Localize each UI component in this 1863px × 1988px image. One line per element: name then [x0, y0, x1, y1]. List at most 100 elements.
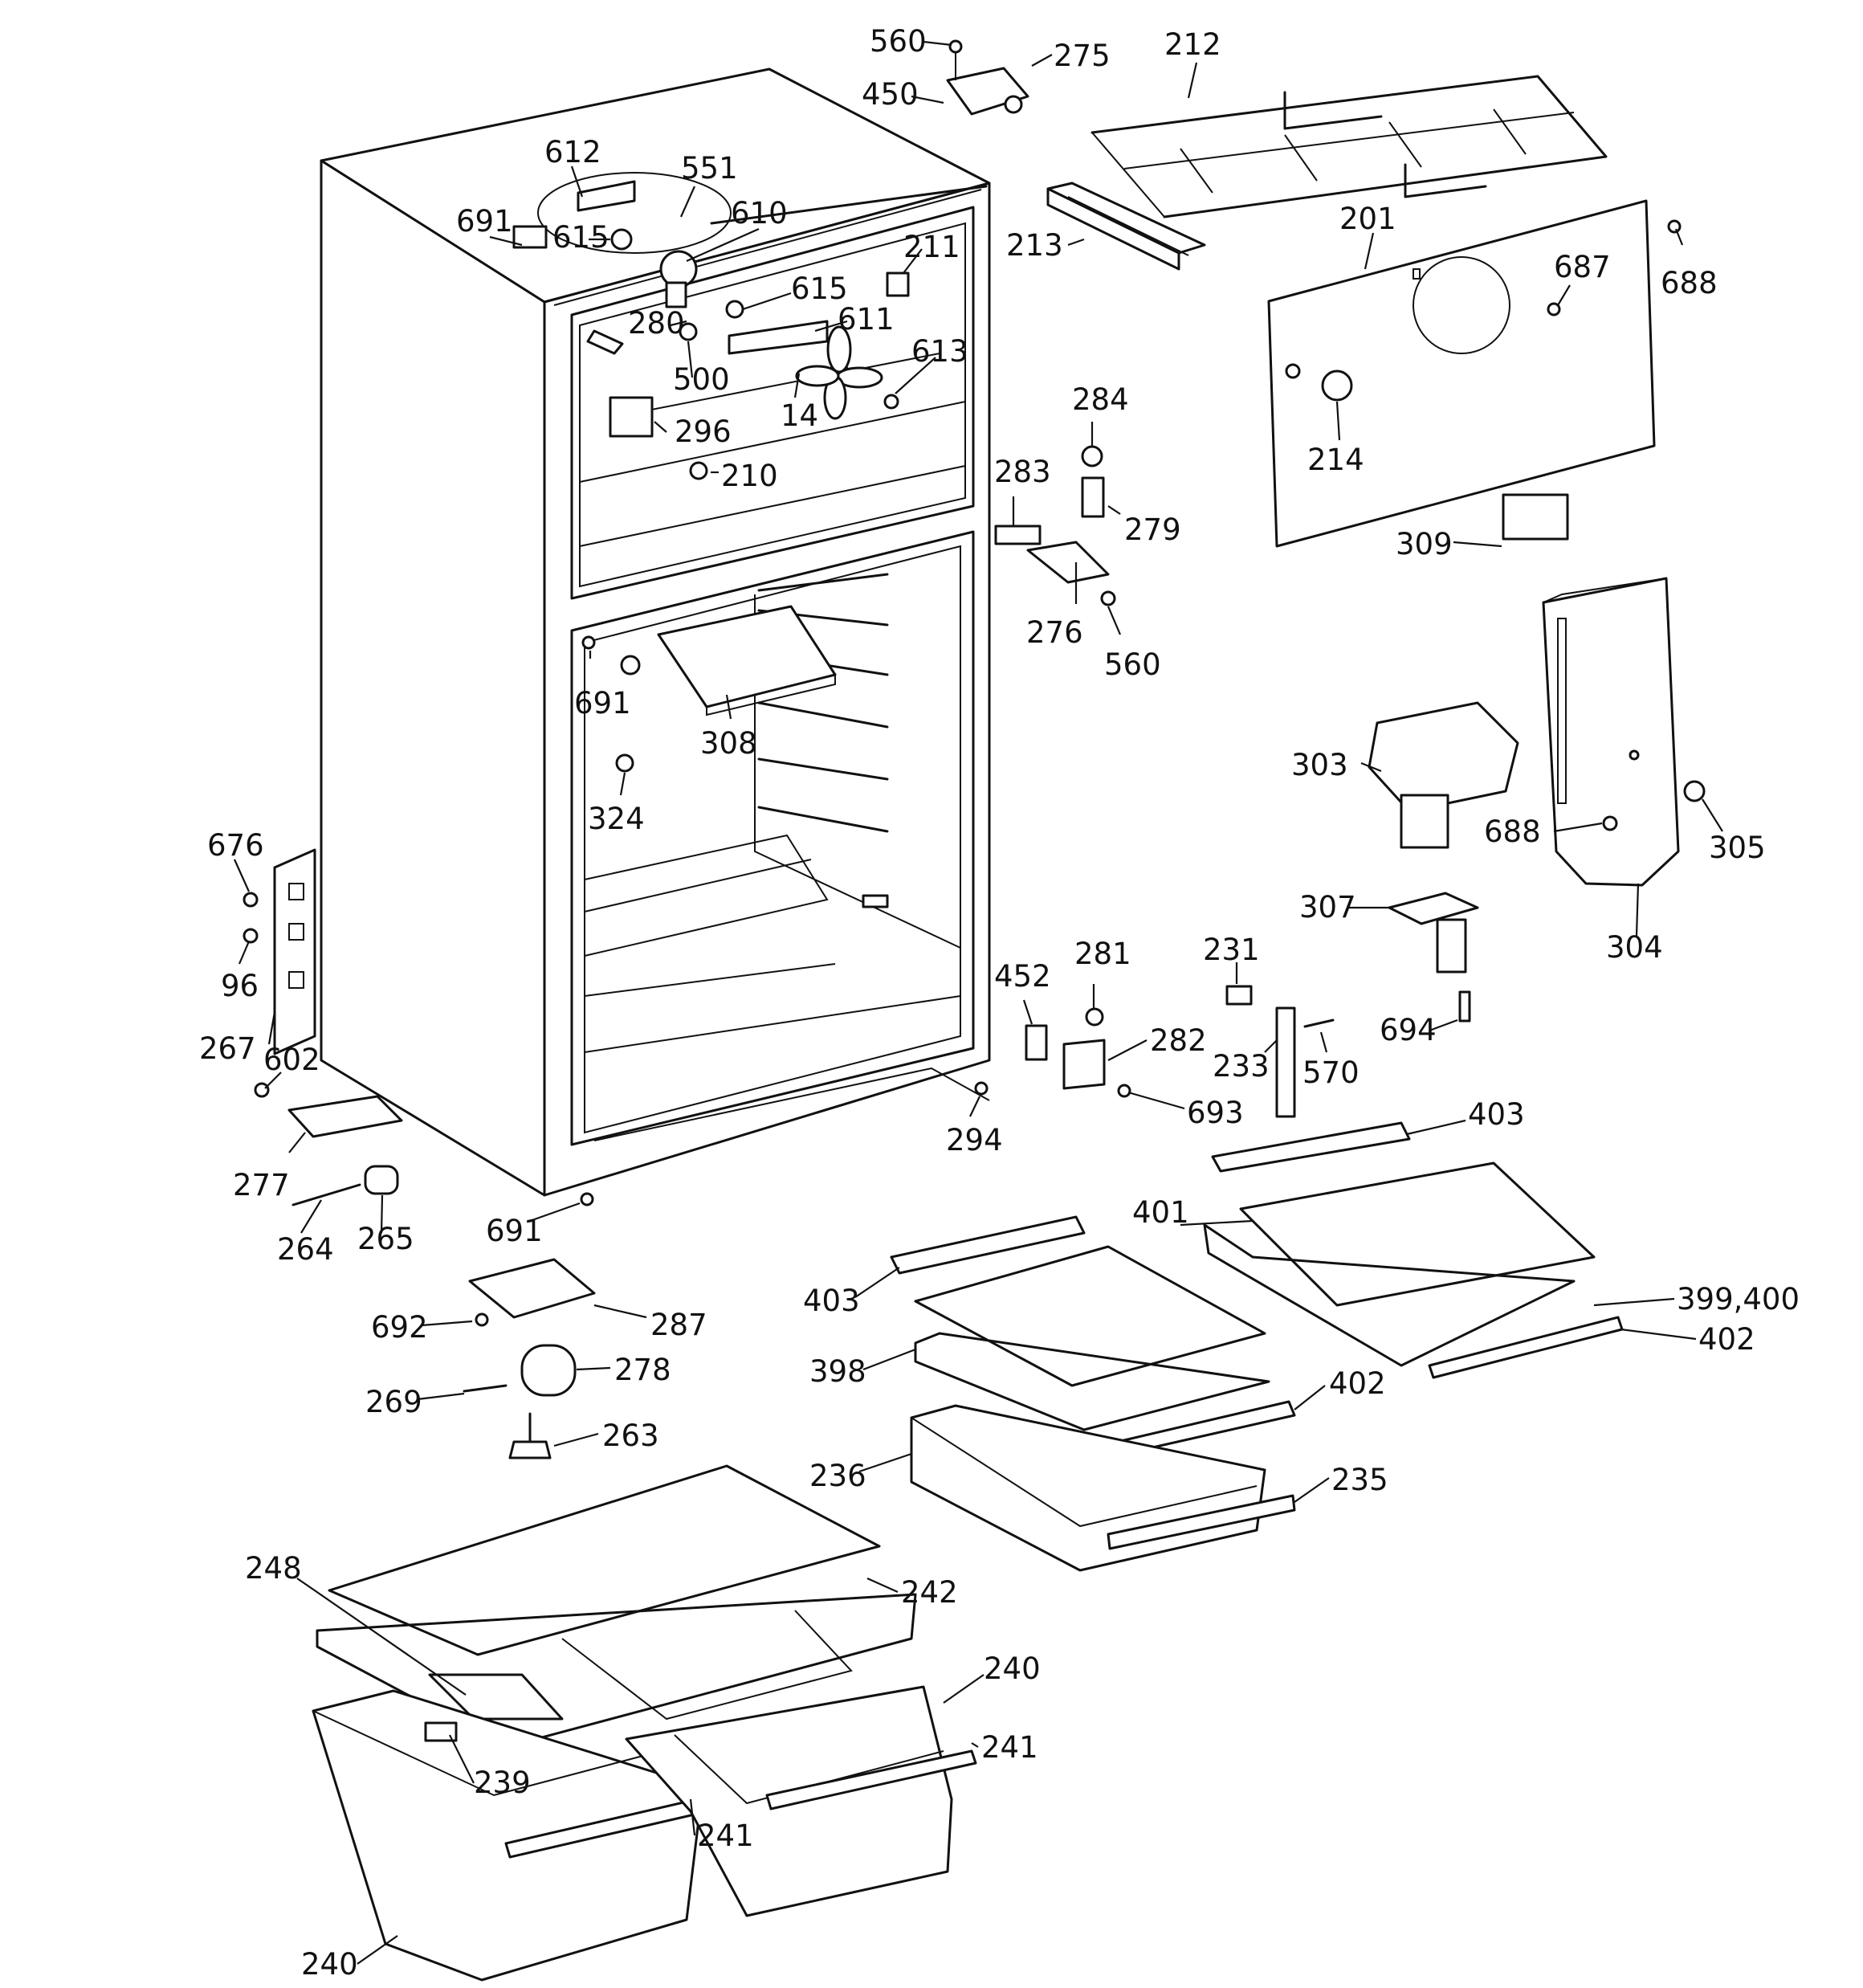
- label-214: 214: [1307, 443, 1364, 477]
- label-688-mid: 688: [1484, 814, 1541, 849]
- label-248: 248: [245, 1551, 302, 1586]
- shelf-trim-402-right: [1428, 1316, 1624, 1379]
- label-296: 296: [675, 414, 732, 449]
- label-308: 308: [700, 726, 757, 761]
- shelf-frame-399-400: [1203, 1223, 1576, 1367]
- label-282: 282: [1150, 1023, 1207, 1058]
- cabinet: [320, 67, 991, 1197]
- label-687: 687: [1554, 250, 1611, 284]
- label-278: 278: [614, 1353, 671, 1387]
- label-239: 239: [474, 1766, 531, 1800]
- side-rail-bracket: [273, 848, 316, 1055]
- shelf-trim-403-left: [890, 1215, 1086, 1275]
- label-210: 210: [721, 459, 778, 493]
- label-275: 275: [1054, 39, 1111, 73]
- label-307: 307: [1299, 890, 1356, 925]
- air-duct-304: [1542, 577, 1706, 887]
- label-241-b: 241: [697, 1819, 754, 1853]
- screw-694: [1458, 990, 1471, 1023]
- label-309: 309: [1396, 527, 1453, 561]
- label-309: [1502, 493, 1569, 541]
- label-294: 294: [946, 1123, 1003, 1157]
- light-socket-324: [615, 753, 634, 773]
- label-211: 211: [903, 230, 960, 264]
- label-570: 570: [1302, 1055, 1360, 1090]
- label-450: 450: [862, 77, 919, 112]
- leveler-263: [508, 1440, 552, 1459]
- label-551: 551: [681, 151, 738, 186]
- leader-lines: [233, 40, 1723, 1965]
- label-264: 264: [277, 1232, 334, 1267]
- label-688-top: 688: [1661, 266, 1718, 300]
- label-235: 235: [1331, 1463, 1388, 1497]
- clip-231: [1225, 985, 1253, 1006]
- wire-shelf-212: [1090, 75, 1608, 218]
- label-265: 265: [357, 1222, 414, 1256]
- label-231: 231: [1203, 933, 1260, 967]
- label-691-top: 691: [456, 204, 513, 239]
- pan-handle-235: [1107, 1494, 1296, 1550]
- label-240-a: 240: [984, 1651, 1041, 1686]
- pan-236: [910, 1404, 1296, 1572]
- label-676: 676: [207, 828, 264, 863]
- label-560-mid: 560: [1104, 647, 1161, 682]
- label-401: 401: [1132, 1195, 1189, 1230]
- label-212: 212: [1164, 27, 1221, 62]
- label-279: 279: [1124, 512, 1181, 547]
- label-402-a: 402: [1698, 1322, 1755, 1357]
- label-263: 263: [602, 1419, 659, 1453]
- screw-688-top: [1667, 219, 1682, 234]
- label-611: 611: [838, 302, 895, 337]
- label-281: 281: [1074, 937, 1131, 971]
- label-287: 287: [650, 1308, 707, 1342]
- label-267: 267: [199, 1031, 256, 1066]
- label-303: 303: [1291, 748, 1348, 782]
- label-280: 280: [628, 306, 685, 341]
- roller-265: [364, 1165, 399, 1195]
- bottom-hinge: [1025, 1007, 1131, 1098]
- label-277: 277: [233, 1168, 290, 1202]
- label-242: 242: [901, 1575, 958, 1610]
- label-240-b: 240: [301, 1947, 358, 1982]
- door-stop-233: [1275, 1006, 1296, 1118]
- pin-264: [291, 1183, 361, 1206]
- label-14: 14: [781, 398, 818, 433]
- label-276: 276: [1026, 615, 1083, 650]
- evaporator-fan-blade: [795, 325, 883, 420]
- label-403-b: 403: [803, 1284, 860, 1318]
- label-269: 269: [365, 1385, 422, 1419]
- label-615-b: 615: [791, 271, 848, 306]
- top-hinge: [946, 39, 1029, 116]
- label-201: 201: [1339, 202, 1396, 236]
- label-241-a: 241: [981, 1730, 1038, 1765]
- rear-panel-201: [1267, 199, 1656, 548]
- bracket-287: [468, 1258, 596, 1319]
- shelf-trim-403-top: [1211, 1121, 1411, 1173]
- label-610: 610: [731, 196, 788, 231]
- label-213: 213: [1006, 228, 1063, 263]
- drawer-slide-239: [424, 1721, 458, 1742]
- label-284: 284: [1072, 382, 1129, 417]
- leveling-bracket-277: [287, 1095, 403, 1138]
- label-283: 283: [994, 455, 1051, 489]
- label-96: 96: [221, 969, 259, 1003]
- label-304: 304: [1606, 930, 1663, 965]
- label-560-top: 560: [870, 24, 927, 59]
- label-694: 694: [1380, 1013, 1437, 1047]
- label-402-b: 402: [1329, 1366, 1386, 1401]
- label-398: 398: [809, 1354, 866, 1389]
- ice-tray-213: [1046, 182, 1206, 271]
- screw-570: [1303, 1018, 1335, 1028]
- label-500: 500: [673, 362, 730, 397]
- label-399-400: 399,400: [1677, 1282, 1800, 1316]
- label-236: 236: [809, 1459, 866, 1493]
- label-692: 692: [371, 1310, 428, 1345]
- crisper-drawer-right: [625, 1685, 977, 1917]
- label-602: 602: [263, 1043, 320, 1077]
- part-number-labels: 560 275 450 212 612 551 691 615 610 211 …: [199, 24, 1800, 1982]
- label-403-a: 403: [1468, 1097, 1525, 1132]
- light-lens-307: [1388, 892, 1479, 974]
- label-615-a: 615: [552, 220, 609, 255]
- label-452: 452: [994, 959, 1051, 994]
